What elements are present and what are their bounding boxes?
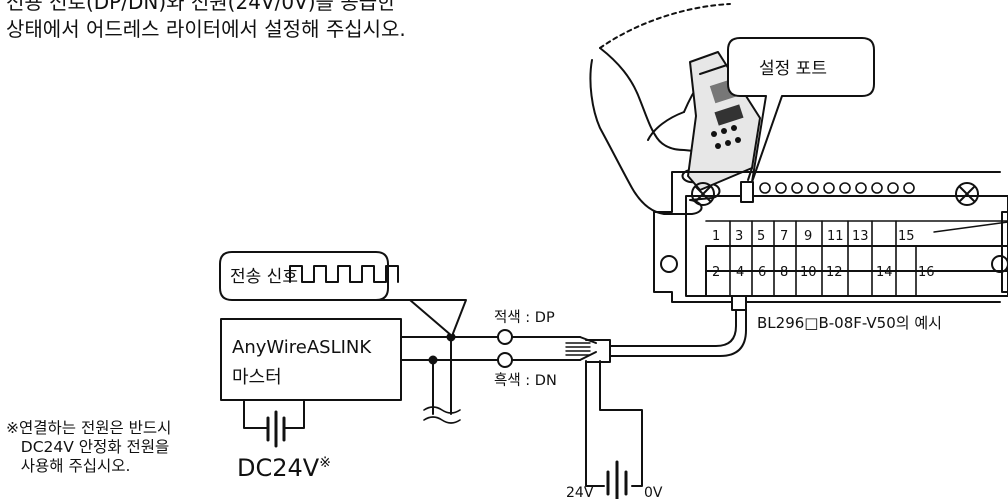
supply-minus-label: 0V [644, 485, 663, 499]
battery-icon-supply [585, 360, 643, 499]
terminal-top-1: 1 [712, 229, 720, 244]
intro-line-1: 전용 선로(DP/DN)와 전원(24V/0V)을 공급한 [6, 0, 396, 14]
signal-lines [400, 329, 597, 424]
master-supply-mark: ※ [319, 455, 331, 471]
master-supply-value: DC24V [237, 454, 320, 482]
terminal-bottom-6: 6 [758, 265, 766, 280]
terminal-block-caption: BL296□B-08F-V50의 예시 [757, 314, 942, 332]
dn-label: 흑색 : DN [494, 371, 557, 389]
screw-icon-right [955, 182, 979, 206]
master-subtitle: 마스터 [232, 367, 282, 388]
terminal-bottom-16: 16 [918, 265, 935, 280]
terminal-top-11: 11 [827, 229, 844, 244]
pulse-train [289, 265, 399, 283]
intro-line-2: 상태에서 어드레스 라이터에서 설정해 주십시오. [6, 17, 406, 41]
master-supply-label: DC24V※ [237, 456, 331, 480]
terminal-bottom-14: 14 [876, 265, 893, 280]
terminal-bottom-2: 2 [712, 265, 720, 280]
supply-plus-label: 24V [566, 485, 594, 499]
dp-label: 적색 : DP [494, 309, 555, 326]
terminal-top-3: 3 [735, 229, 743, 244]
cable [565, 295, 747, 363]
master-name: AnyWireASLINK [232, 337, 372, 358]
terminal-bottom-8: 8 [780, 265, 788, 280]
terminal-block [653, 171, 1008, 303]
signal-callout [219, 251, 467, 337]
terminal-top-9: 9 [804, 229, 812, 244]
battery-icon-master [243, 399, 305, 448]
terminal-bottom-12: 12 [826, 265, 843, 280]
master-box [220, 318, 402, 401]
screw-icon-left [691, 182, 715, 206]
terminal-top-5: 5 [757, 229, 765, 244]
terminal-bottom-4: 4 [736, 265, 744, 280]
terminal-bottom-10: 10 [800, 265, 817, 280]
power-note: ※연결하는 전원은 반드시 DC24V 안정화 전원을 사용해 주십시오. [6, 419, 172, 475]
terminal-top-7: 7 [780, 229, 788, 244]
setting-port-label: 설정 포트 [759, 59, 827, 79]
terminal-top-13: 13 [852, 229, 869, 244]
signal-label: 전송 신호 [230, 267, 298, 287]
terminal-top-15: 15 [898, 229, 915, 244]
